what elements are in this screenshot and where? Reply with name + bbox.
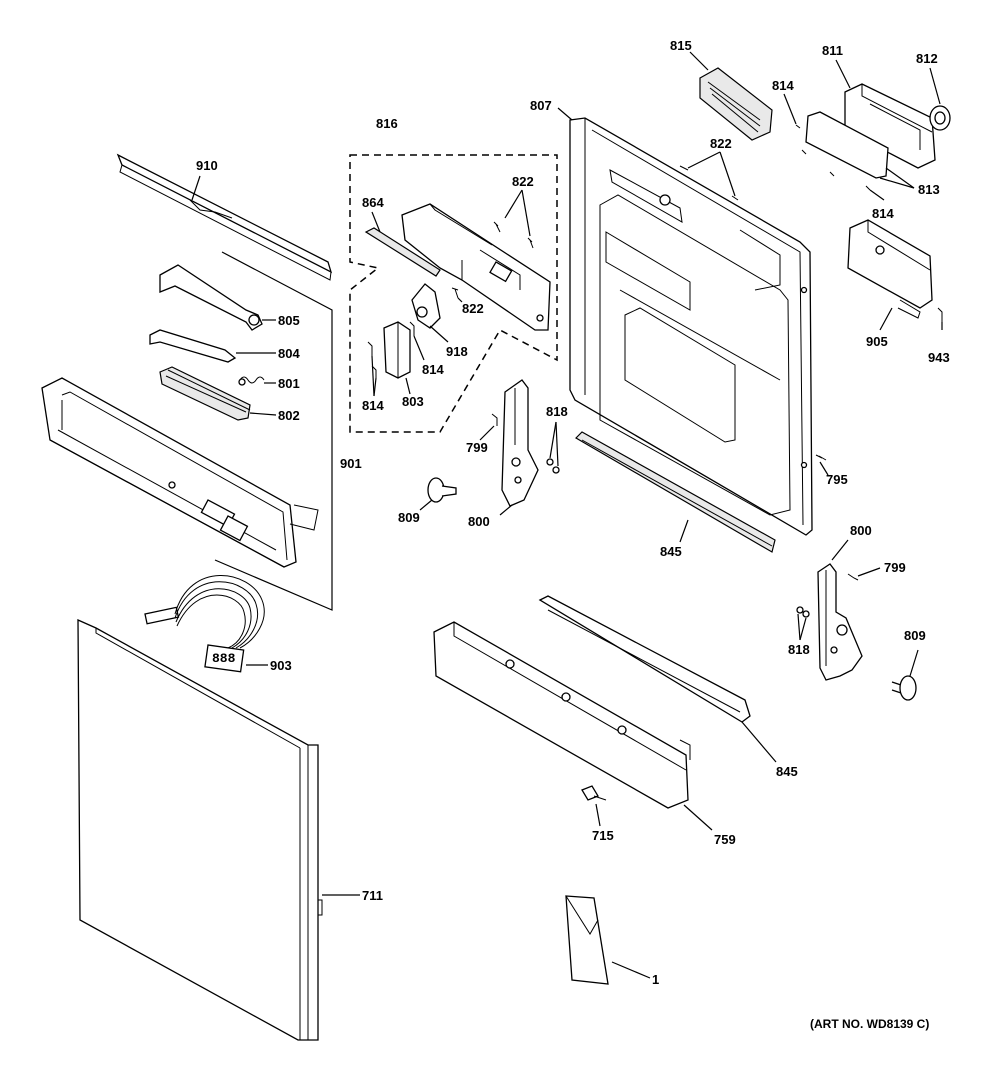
part-845-strip-a [575,431,776,553]
label-807: 807 [530,98,552,113]
screw-799-a [491,413,498,426]
label-814-a: 814 [422,362,444,377]
screws-814-a [367,341,377,378]
label-799-a: 799 [466,440,488,455]
label-795: 795 [826,472,848,487]
label-822-c: 822 [710,136,732,151]
svg-text:888: 888 [212,651,236,666]
label-818-b: 818 [788,642,810,657]
part-711-door-panel [77,618,323,1041]
label-759: 759 [714,832,736,847]
label-910: 910 [196,158,218,173]
label-815: 815 [670,38,692,53]
label-814-c: 814 [772,78,794,93]
parts-818-a [546,458,560,474]
part-813-gasket [805,111,889,179]
part-845-strip-b [538,595,751,723]
parts-818-b [796,606,810,618]
part-809-roller-a [427,477,457,503]
part-715-screw [581,785,607,801]
screw-814-b [409,321,415,336]
label-804: 804 [278,346,300,361]
label-809-a: 809 [398,510,420,525]
label-822-a: 822 [512,174,534,189]
part-805-bracket [159,264,263,331]
part-801-spring [238,376,265,386]
label-816: 816 [376,116,398,131]
label-814-d: 814 [872,206,894,221]
label-845-a: 845 [660,544,682,559]
label-711: 711 [362,888,383,903]
part-910-rail [116,153,333,281]
part-812-cap [929,105,951,131]
part-800-hinge-b [817,563,863,681]
label-800-a: 800 [468,514,490,529]
part-control-module [401,203,551,331]
label-905: 905 [866,334,888,349]
part-759-toe-kick [433,621,691,809]
label-943: 943 [928,350,950,365]
label-800-b: 800 [850,523,872,538]
label-845-b: 845 [776,764,798,779]
part-804-bracket [149,329,237,363]
part-918-switch [411,283,441,329]
screws-814-c [795,124,871,191]
part-901-control-panel [41,377,319,568]
label-918: 918 [446,344,468,359]
label-813: 813 [918,182,940,197]
art-number: (ART NO. WD8139 C) [810,1017,929,1031]
part-1-literature [565,895,609,985]
part-800-hinge-a [501,379,539,507]
label-812: 812 [916,51,938,66]
part-864-rail [364,227,441,277]
screws-822-c [679,165,739,201]
label-802: 802 [278,408,300,423]
screw-822-b [451,287,459,299]
part-903-wire-harness: 888 [144,575,265,673]
label-811: 811 [822,43,843,58]
label-805: 805 [278,313,300,328]
screw-799-b [847,573,859,581]
label-814-b: 814 [362,398,384,413]
label-818-a: 818 [546,404,568,419]
label-801: 801 [278,376,300,391]
part-802-latch [159,366,251,421]
group-816-outline [349,154,558,433]
group-901-bracket [214,251,333,611]
screw-943 [937,307,943,322]
label-864: 864 [362,195,384,210]
label-903: 903 [270,658,292,673]
part-809-roller-b [891,675,917,701]
label-715: 715 [592,828,614,843]
part-905-module [847,219,933,319]
label-822-b: 822 [462,301,484,316]
label-803: 803 [402,394,424,409]
part-803-switch [383,321,411,379]
part-815-vent [699,67,773,141]
label-901: 901 [340,456,362,471]
part-807-inner-door [569,117,813,536]
label-1: 1 [652,972,659,987]
label-799-b: 799 [884,560,906,575]
screws-822-a [493,221,534,249]
label-809-b: 809 [904,628,926,643]
screw-795 [815,454,827,461]
